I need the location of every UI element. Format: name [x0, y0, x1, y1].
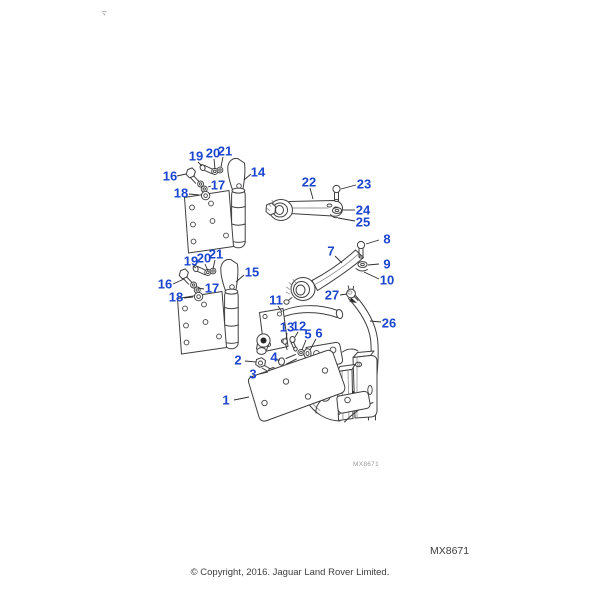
callout-4: 4 [270, 350, 278, 365]
callout-20: 20 [197, 251, 211, 266]
leader-line-13 [285, 332, 288, 340]
ball-pin [346, 285, 359, 303]
callout-9: 9 [383, 257, 390, 272]
leader-line-10 [363, 271, 380, 280]
callout-17: 17 [205, 281, 219, 296]
leader-line-19 [192, 265, 197, 269]
leader-line-7 [334, 255, 343, 264]
leader-line-27 [339, 293, 348, 296]
callout-22: 22 [302, 175, 316, 190]
callout-23: 23 [357, 177, 371, 192]
leader-line-3 [259, 371, 269, 375]
leader-line-1 [233, 396, 250, 401]
callout-13: 13 [280, 320, 294, 335]
leader-line-15 [235, 274, 245, 283]
leader-line-19 [197, 161, 203, 167]
callout-16: 16 [163, 169, 177, 184]
callout-11: 11 [269, 293, 283, 308]
leader-line-17 [207, 185, 212, 188]
callout-25: 25 [356, 215, 370, 230]
leader-line-8 [365, 239, 380, 245]
callout-5: 5 [304, 327, 311, 342]
upper-hinge-assembly [184, 157, 246, 254]
callout-21: 21 [218, 144, 232, 159]
callout-6: 6 [315, 326, 322, 341]
callout-19: 19 [184, 254, 198, 269]
callout-20: 20 [206, 146, 220, 161]
leader-line-21 [212, 259, 216, 270]
lower-hinge-assembly [177, 258, 239, 355]
callout-1: 1 [222, 393, 229, 408]
leader-line-25 [337, 217, 356, 222]
link-tube-assembly [256, 305, 344, 359]
callout-2: 2 [234, 353, 241, 368]
callout-10: 10 [380, 273, 394, 288]
callout-27: 27 [325, 288, 339, 303]
leader-line-11 [277, 305, 283, 313]
copyright-text: © Copyright, 2016. Jaguar Land Rover Lim… [190, 567, 390, 578]
leader-line-22 [309, 187, 314, 200]
diagram-watermark: MX8671 [353, 461, 379, 468]
leader-line-20 [204, 263, 209, 272]
callout-14: 14 [251, 165, 266, 180]
callout-18: 18 [169, 290, 183, 305]
leader-line-12 [294, 331, 299, 338]
drawing-code: MX8671 [430, 545, 470, 557]
leader-line-20 [213, 158, 216, 170]
leader-line-6 [309, 338, 317, 351]
callout-17: 17 [211, 178, 225, 193]
leader-line-21 [220, 156, 224, 168]
leader-line-17 [197, 287, 205, 290]
check-arm-assembly [283, 240, 368, 305]
remote-lever-assembly [265, 184, 344, 221]
leader-line-2 [244, 360, 257, 363]
callout-3: 3 [249, 367, 256, 382]
leader-line-9 [367, 263, 380, 266]
leader-line-23 [340, 184, 357, 190]
callout-26: 26 [382, 316, 396, 331]
callout-21: 21 [209, 247, 223, 262]
leader-line-18 [188, 193, 200, 196]
callout-24: 24 [356, 203, 371, 218]
callout-19: 19 [189, 149, 203, 164]
leader-line-18 [183, 296, 194, 299]
leader-line-14 [243, 173, 252, 181]
callout-7: 7 [327, 244, 334, 259]
callout-12: 12 [292, 319, 306, 334]
callout-18: 18 [174, 186, 188, 201]
callout-15: 15 [245, 265, 259, 280]
leader-line-5 [301, 339, 307, 351]
mounting-plate [247, 349, 346, 422]
callout-8: 8 [383, 232, 390, 247]
leader-line-26 [369, 320, 382, 323]
leader-line-16 [172, 278, 185, 285]
callout-16: 16 [158, 277, 172, 292]
bracket-bottom-flange [336, 390, 371, 414]
leader-line-16 [176, 173, 187, 177]
print-artifact [101, 10, 107, 16]
